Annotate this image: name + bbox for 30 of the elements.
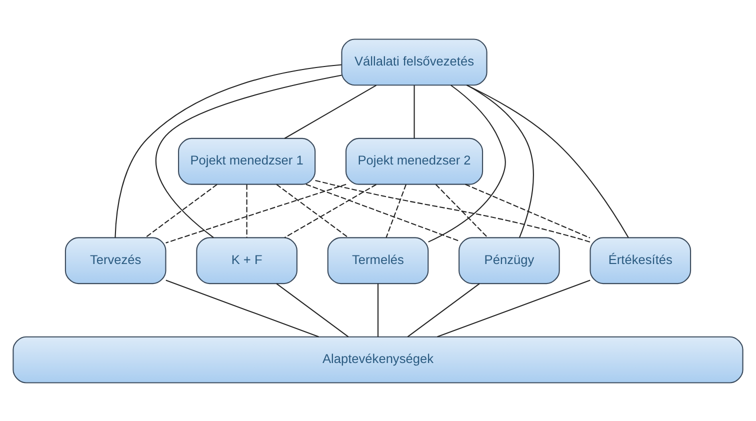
node-box: Termelés xyxy=(327,236,429,284)
connector xyxy=(407,282,480,337)
connector xyxy=(284,84,377,138)
connector xyxy=(166,279,319,337)
connector xyxy=(276,184,349,238)
connector xyxy=(466,84,629,238)
connector xyxy=(435,184,488,238)
connector xyxy=(306,183,460,241)
connector xyxy=(276,282,349,337)
connector xyxy=(414,84,415,138)
connector xyxy=(246,184,248,238)
connector xyxy=(144,184,218,238)
node-box: Alaptevékenységek xyxy=(12,336,744,383)
node-box: Pénzügy xyxy=(458,236,560,284)
connector xyxy=(437,279,590,337)
node-box: Értékesítés xyxy=(590,236,692,284)
connector xyxy=(166,183,346,243)
connector xyxy=(156,74,342,238)
connector xyxy=(465,183,590,238)
connector xyxy=(428,84,506,242)
node-box: Tervezés xyxy=(64,236,166,284)
node-box: K + F xyxy=(196,236,298,284)
connector xyxy=(377,283,379,336)
node-box: Pojekt menedzser 1 xyxy=(178,137,316,184)
connector xyxy=(114,64,342,238)
connector xyxy=(386,184,407,238)
connector xyxy=(284,184,377,238)
node-box: Pojekt menedzser 2 xyxy=(345,137,484,184)
connector xyxy=(315,179,590,242)
node-box: Vállalati felsővezetés xyxy=(341,38,488,86)
